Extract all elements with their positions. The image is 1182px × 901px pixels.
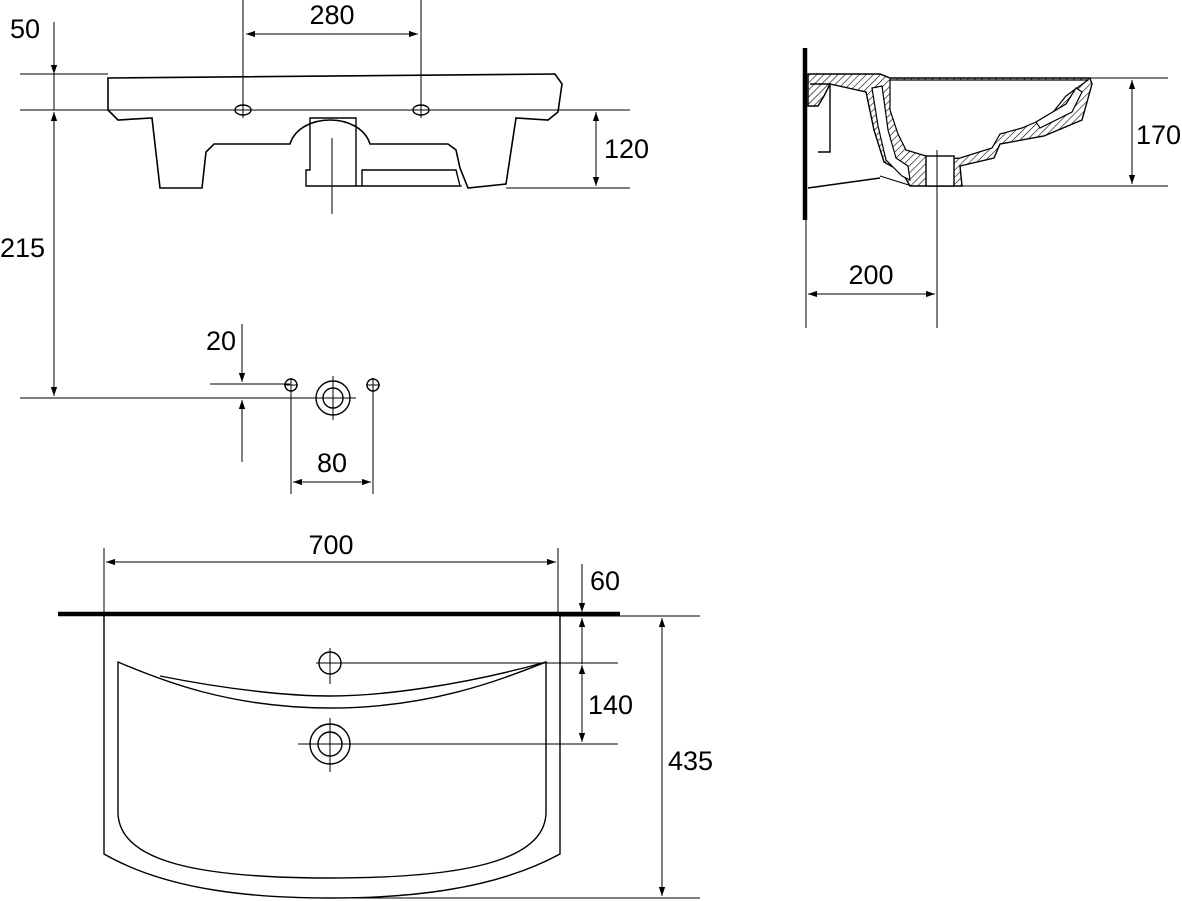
dim-label-700: 700 [308, 530, 353, 560]
dim-label-200: 200 [848, 260, 893, 290]
dim-label-20: 20 [206, 326, 236, 356]
front-trap-housing [305, 117, 461, 187]
dim-label-215: 215 [0, 233, 45, 263]
dim-label-120: 120 [604, 134, 649, 164]
dim-label-80: 80 [317, 448, 347, 478]
dim-label-50: 50 [10, 14, 40, 44]
overflow-channel [1035, 87, 1083, 129]
front-view: 280 50 215 120 20 80 [0, 0, 649, 494]
dim-label-435: 435 [668, 746, 713, 776]
plan-deck-curve [159, 661, 547, 697]
plan-view: 700 60 140 435 [58, 530, 713, 899]
basin-bowl-interior [889, 79, 1090, 161]
dim-label-280: 280 [309, 0, 354, 30]
plan-inner-bowl [117, 660, 547, 879]
dim-label-60: 60 [590, 566, 620, 596]
side-drain [925, 155, 955, 187]
dim-label-140: 140 [588, 690, 633, 720]
dim-label-170: 170 [1136, 120, 1181, 150]
front-basin-body [107, 73, 563, 189]
side-section-view: 170 200 [802, 48, 1181, 328]
wall-bracket [807, 83, 881, 189]
side-bottom-line [879, 175, 913, 187]
basin-inner-profile [871, 85, 911, 182]
